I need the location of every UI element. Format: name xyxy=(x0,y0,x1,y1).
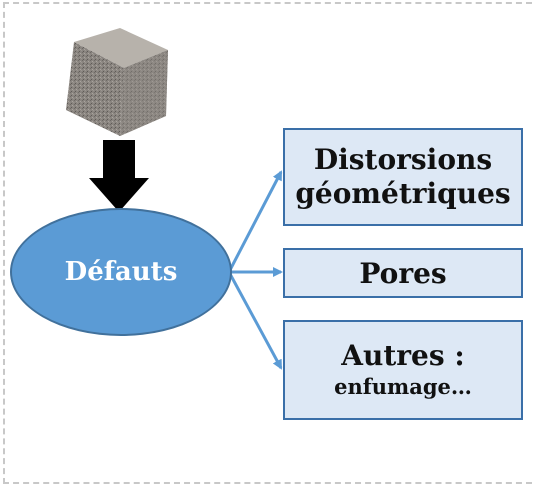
metal-cube-icon xyxy=(66,28,168,136)
connector-to-autres xyxy=(227,271,283,370)
box-autres: Autres : enfumage… xyxy=(283,320,523,420)
defauts-node: Défauts xyxy=(10,208,232,336)
box-distorsions-line1: Distorsions xyxy=(313,143,493,176)
box-distorsions-line2: géométriques xyxy=(295,177,511,210)
box-autres-line2: enfumage… xyxy=(334,374,472,399)
box-pores: Pores xyxy=(283,248,523,298)
connector-to-distorsions xyxy=(227,170,283,273)
arrow-down-icon xyxy=(89,140,149,212)
diagram-frame xyxy=(3,2,532,484)
box-pores-label: Pores xyxy=(359,256,447,290)
defauts-label: Défauts xyxy=(64,257,178,287)
box-autres-line1: Autres : xyxy=(341,339,465,372)
box-distorsions: Distorsions géométriques xyxy=(283,128,523,226)
